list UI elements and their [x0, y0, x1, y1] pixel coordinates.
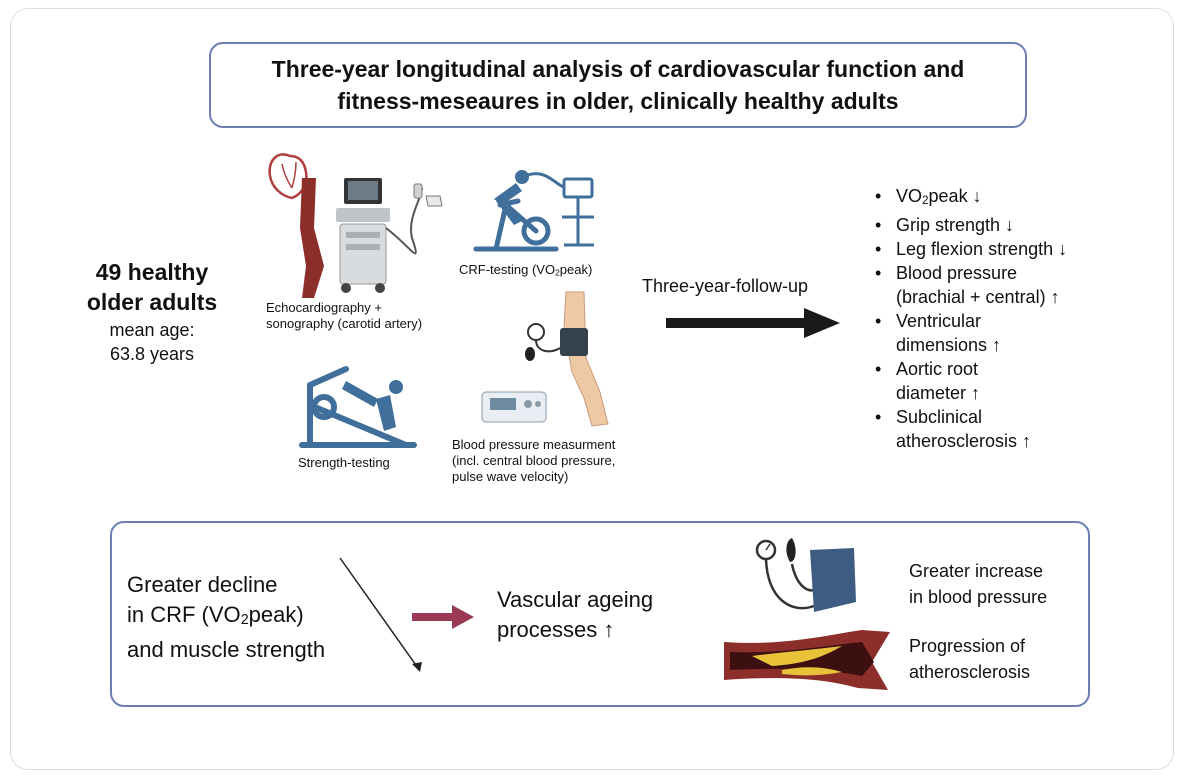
- vascular-line-2: processes ↑: [497, 617, 615, 642]
- decline-line-1: Greater decline: [127, 572, 278, 597]
- decline-line-2-prefix: in CRF (VO: [127, 602, 241, 627]
- crf-testing-illustration: [473, 170, 594, 252]
- atherosclerosis-line-2: atherosclerosis: [909, 662, 1031, 682]
- decline-line-2: in CRF (VO2peak): [127, 600, 325, 635]
- atherosclerosis-text: Progression of atherosclerosis: [909, 633, 1030, 685]
- echo-caption-line-1: Echocardiography +: [266, 300, 382, 315]
- outcome-aortic-line-2: diameter ↑: [896, 382, 981, 403]
- outcome-bp-line-1: Blood pressure: [896, 262, 1018, 283]
- vascular-ageing-text: Vascular ageing processes ↑: [497, 585, 653, 645]
- outcome-vent-line-2: dimensions ↑: [896, 334, 1002, 355]
- sphygmomanometer-icon: [755, 538, 856, 612]
- conclusion-box: [110, 521, 1090, 707]
- bp-caption: Blood pressure measurment (incl. central…: [452, 437, 615, 485]
- sphygmomanometer-gauge-icon: [525, 323, 561, 361]
- vascular-line-1: Vascular ageing: [497, 587, 654, 612]
- echo-caption: Echocardiography + sonography (carotid a…: [266, 300, 422, 332]
- outcome-vo2-suffix: peak ↓: [928, 186, 982, 206]
- red-arrow-icon: [412, 605, 474, 629]
- population-count: 49 healthy older adults: [62, 257, 242, 317]
- echocardiography-illustration: [268, 153, 443, 298]
- title-line-1: Three-year longitudinal analysis of card…: [271, 56, 965, 82]
- ergometer-monitor-icon: [527, 172, 594, 247]
- crf-caption-prefix: CRF-testing (VO: [459, 262, 556, 277]
- outcome-vo2-prefix: VO: [896, 186, 923, 206]
- blood-pressure-illustration: [481, 291, 609, 427]
- population-age: mean age: 63.8 years: [62, 318, 242, 366]
- bp-caption-line-2: (incl. central blood pressure,: [452, 453, 616, 468]
- strength-caption: Strength-testing: [298, 455, 390, 470]
- bp-caption-line-1: Blood pressure measurment: [452, 437, 616, 452]
- exercise-bike-icon: [473, 198, 559, 252]
- outcome-sub-line-2: atherosclerosis ↑: [896, 430, 1032, 451]
- outcome-bp-line-2: (brachial + central) ↑: [896, 286, 1060, 307]
- bp-cuff-icon: [560, 328, 588, 356]
- outcome-leg-flexion: Leg flexion strength ↓: [872, 237, 1172, 261]
- decline-arrow-icon: [339, 557, 422, 672]
- outcome-grip-strength: Grip strength ↓: [872, 213, 1172, 237]
- bp-caption-line-3: pulse wave velocity): [452, 469, 569, 484]
- echo-caption-line-2: sonography (carotid artery): [266, 316, 423, 331]
- followup-label: Three-year-follow-up: [642, 276, 809, 296]
- artery-plaque-icon: [724, 630, 890, 690]
- sphygmomanometer-illustration: [755, 538, 856, 612]
- crf-caption-sub: 2: [555, 267, 560, 278]
- title-line-2: fitness-meseaures in older, clinically h…: [337, 88, 899, 114]
- outcome-blood-pressure: Blood pressure (brachial + central) ↑: [872, 261, 1172, 309]
- figure-title: Three-year longitudinal analysis of card…: [228, 53, 1008, 117]
- outcome-vo2peak: VO2peak ↓: [872, 184, 1172, 213]
- carotid-artery-icon: [300, 178, 324, 298]
- outcome-vent-line-1: Ventricular: [896, 310, 982, 331]
- outcome-aortic-line-1: Aortic root: [896, 358, 979, 379]
- athlete-icon: [342, 380, 403, 431]
- population-age-line-1: mean age:: [109, 320, 195, 340]
- population-count-line-1: 49 healthy: [95, 259, 209, 285]
- bp-increase-line-1: Greater increase: [909, 561, 1044, 581]
- population-age-line-2: 63.8 years: [109, 344, 195, 364]
- crf-caption-suffix: peak): [559, 262, 593, 277]
- crf-caption: CRF-testing (VO2peak): [459, 262, 592, 280]
- bp-increase-line-2: in blood pressure: [909, 587, 1048, 607]
- followup-arrow-icon: [666, 308, 840, 338]
- arm-icon: [563, 291, 609, 427]
- artery-plaque-illustration: [724, 630, 890, 690]
- ultrasound-machine-icon: [336, 178, 443, 293]
- outcome-sub-line-1: Subclinical: [896, 406, 983, 427]
- title-box: Three-year longitudinal analysis of card…: [209, 42, 1027, 128]
- decline-line-2-sub: 2: [240, 612, 249, 629]
- decline-line-2-suffix: peak): [248, 602, 304, 627]
- outcome-vo2-sub: 2: [922, 193, 929, 207]
- outcome-atherosclerosis: Subclinical atherosclerosis ↑: [872, 405, 1172, 453]
- cyclist-icon: [494, 170, 529, 225]
- outcomes-list: VO2peak ↓ Grip strength ↓ Leg flexion st…: [872, 184, 1172, 453]
- decline-line-3: and muscle strength: [127, 637, 326, 663]
- heart-icon: [268, 153, 308, 200]
- outcome-aortic-root: Aortic root diameter ↑: [872, 357, 1172, 405]
- strength-testing-illustration: [299, 366, 417, 448]
- bp-increase-text: Greater increase in blood pressure: [909, 558, 1047, 610]
- atherosclerosis-line-1: Progression of: [909, 636, 1026, 656]
- bp-monitor-icon: [481, 391, 547, 423]
- outcome-ventricular-dimensions: Ventricular dimensions ↑: [872, 309, 1172, 357]
- leg-press-icon: [299, 366, 417, 448]
- decline-text: Greater decline in CRF (VO2peak) and mus…: [127, 570, 325, 665]
- population-count-line-2: older adults: [86, 289, 218, 315]
